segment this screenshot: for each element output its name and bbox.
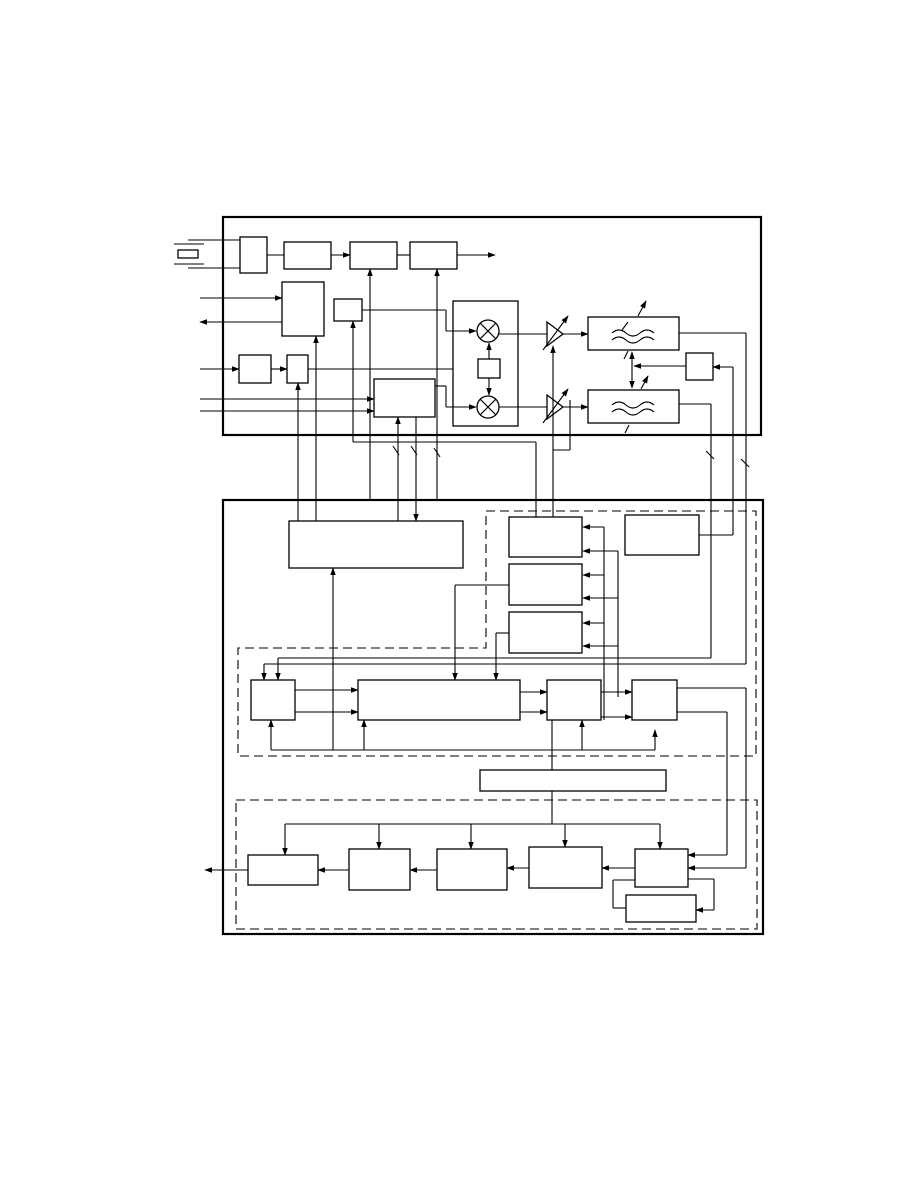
buffer-block <box>283 241 332 270</box>
selector-block <box>634 848 689 888</box>
dac-block-2 <box>508 563 583 606</box>
processing-section-dashed <box>237 510 757 757</box>
lowpass-filter-lower <box>587 375 680 434</box>
input-block <box>238 354 272 384</box>
audio-processor-block <box>348 848 411 891</box>
output-chain-section-dashed <box>235 799 758 930</box>
dac-block-1 <box>508 516 583 558</box>
divider-block-1 <box>349 241 398 270</box>
volume-control-block <box>528 846 603 889</box>
mixer-icon-lower <box>476 395 500 419</box>
lowpass-filter-upper <box>587 300 680 360</box>
variable-attenuator-icon-lower <box>542 388 569 424</box>
filter-stage-block <box>436 848 508 891</box>
oscillator-block <box>239 236 268 274</box>
filter-tuning-block <box>685 352 714 381</box>
adc-block <box>250 679 296 721</box>
tuning-dac-block <box>624 514 700 556</box>
small-register-block <box>333 298 363 322</box>
decoder-block <box>631 679 678 721</box>
system-bus-block <box>479 769 667 792</box>
divider-block-2 <box>409 241 458 270</box>
lower-module-frame <box>221 498 765 936</box>
interface-block <box>281 281 325 337</box>
loop-block <box>625 894 697 923</box>
controller-block <box>288 520 464 569</box>
crystal-icon <box>174 239 240 269</box>
switch-block <box>286 354 309 384</box>
synthesizer-block <box>373 378 436 418</box>
output-amplifier-block <box>247 854 319 886</box>
dac-block-3 <box>508 611 583 654</box>
demodulator-block <box>546 679 602 721</box>
upper-module-frame <box>221 215 763 437</box>
phase-shifter-block <box>477 358 501 379</box>
mixer-icon-upper <box>476 319 500 343</box>
variable-attenuator-icon-upper <box>542 315 569 351</box>
digital-processor-block <box>357 679 521 721</box>
